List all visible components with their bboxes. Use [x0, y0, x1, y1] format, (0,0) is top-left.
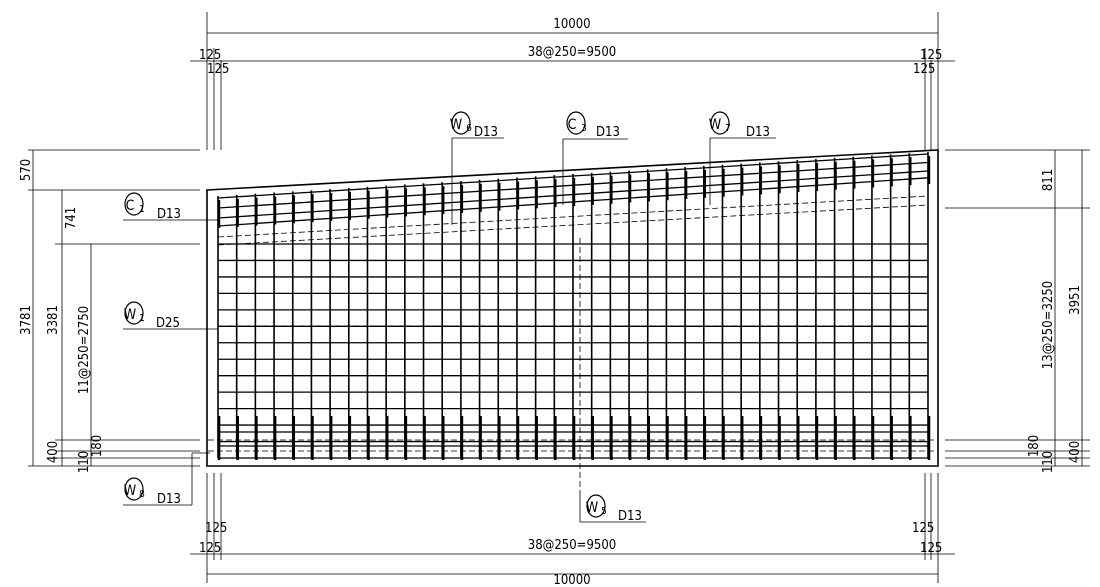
svg-text:C: C — [126, 198, 135, 214]
dim-top-edge-left: 125 — [199, 48, 221, 63]
svg-text:1: 1 — [139, 204, 145, 215]
dim-left-spacing: 11@250=2750 — [77, 306, 92, 394]
callout-w5: W 5 D13 — [579, 493, 646, 524]
dim-right-110: 110 — [1041, 451, 1056, 473]
callout-c1: C 1 D13 — [123, 192, 218, 222]
dimension-lines — [32, 32, 1083, 575]
dim-bottom-edge-right-inner: 125 — [920, 541, 942, 556]
svg-text:D25: D25 — [156, 316, 180, 331]
svg-text:W: W — [124, 307, 137, 323]
dim-left-3781: 3781 — [19, 305, 34, 335]
sloped-top-bar — [217, 170, 929, 219]
dim-right-spacing: 13@250=3250 — [1041, 281, 1056, 369]
svg-text:7: 7 — [725, 123, 731, 134]
dim-top-edge-right: 125 — [920, 48, 942, 63]
sloped-top-bar — [217, 161, 929, 209]
svg-text:W: W — [450, 117, 463, 133]
dim-top-total: 10000 — [553, 17, 590, 32]
callout-c3: C 3 D13 — [562, 111, 628, 205]
dim-left-400: 400 — [46, 441, 61, 463]
dashed-bar-top-2 — [217, 195, 929, 238]
dim-left-741: 741 — [64, 207, 79, 229]
svg-text:5: 5 — [601, 506, 607, 517]
callout-w7: W 7 D13 — [709, 111, 776, 205]
svg-text:6: 6 — [466, 123, 472, 134]
sloped-top-bar — [217, 153, 929, 199]
extension-lines — [28, 12, 1090, 583]
dim-left-570: 570 — [19, 159, 34, 181]
dim-left-3381: 3381 — [46, 305, 61, 335]
dim-left-180: 180 — [90, 435, 105, 457]
svg-text:W: W — [586, 500, 599, 516]
dashed-bar-top-1 — [217, 204, 929, 246]
svg-text:D13: D13 — [157, 207, 181, 222]
svg-text:8: 8 — [139, 489, 145, 500]
dim-top-edge-left-inner: 125 — [207, 62, 229, 77]
callout-w8: W 8 D13 — [123, 452, 210, 507]
svg-text:W: W — [124, 483, 137, 499]
svg-text:C: C — [568, 117, 577, 133]
svg-text:W: W — [709, 117, 722, 133]
dim-left-110: 110 — [77, 451, 92, 473]
rebar-grid — [217, 152, 931, 460]
svg-text:1: 1 — [139, 313, 145, 324]
dim-right-3951: 3951 — [1068, 285, 1083, 315]
callout-w1: W 1 D25 — [123, 301, 218, 331]
svg-text:D13: D13 — [596, 125, 620, 140]
dim-bottom-edge-left: 125 — [205, 521, 227, 536]
sloped-top-bar — [217, 177, 929, 227]
dim-bottom-edge-left-inner: 125 — [199, 541, 221, 556]
dim-bottom-edge-right: 125 — [912, 521, 934, 536]
svg-text:D13: D13 — [746, 125, 770, 140]
svg-text:D13: D13 — [618, 509, 642, 524]
dim-top-edge-right-inner: 125 — [913, 62, 935, 77]
callout-w6: W 6 D13 — [450, 111, 504, 225]
dim-top-spacing: 38@250=9500 — [528, 45, 616, 60]
dim-right-811: 811 — [1041, 169, 1056, 191]
svg-text:D13: D13 — [157, 492, 181, 507]
dim-right-400: 400 — [1068, 441, 1083, 463]
svg-text:D13: D13 — [474, 125, 498, 140]
dim-bottom-spacing: 38@250=9500 — [528, 538, 616, 553]
dim-bottom-total: 10000 — [553, 573, 590, 587]
wall-outline — [206, 149, 939, 467]
svg-text:3: 3 — [581, 123, 587, 134]
dim-right-180: 180 — [1027, 435, 1042, 457]
hidden-bars — [208, 195, 938, 493]
